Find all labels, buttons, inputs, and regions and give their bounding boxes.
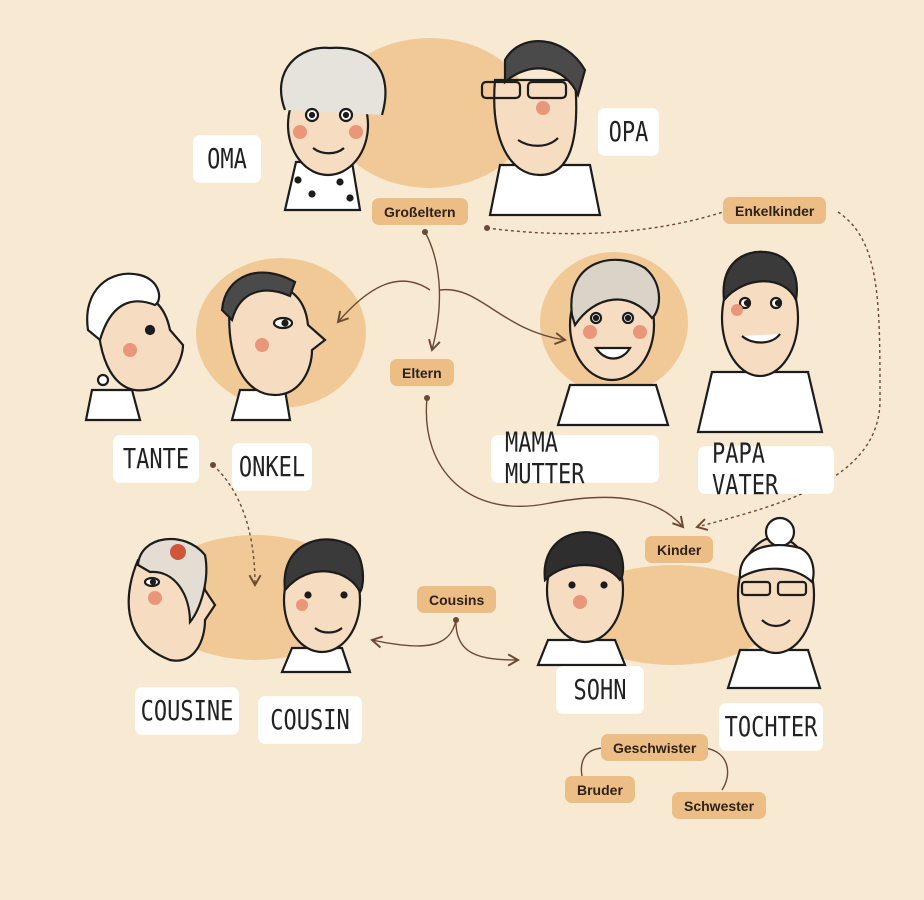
label-onkel: ONKEL — [232, 443, 312, 491]
uncle-face-icon — [220, 271, 327, 422]
son-face-icon — [536, 531, 627, 667]
label-cousine: COUSINE — [135, 687, 239, 735]
tag-schwester: Schwester — [672, 792, 767, 819]
grandmother-face-icon — [279, 46, 387, 212]
label-tochter: TOCHTER — [719, 703, 823, 751]
line-aunt-to-cousins — [212, 464, 262, 587]
line-grandparents-to-uncle — [336, 280, 431, 324]
label-tante: TANTE — [113, 435, 199, 483]
tag-enkelkinder: Enkelkinder — [723, 197, 827, 224]
grandfather-face-icon — [480, 40, 602, 217]
label-oma: OMA — [193, 135, 261, 183]
tag-grosseltern: Großeltern — [372, 198, 468, 225]
tag-kinder: Kinder — [645, 536, 714, 563]
line-grandparents-to-parents — [424, 231, 441, 352]
dot-grosseltern — [422, 229, 428, 235]
line-cousins-left — [370, 619, 457, 649]
line-grandparents-to-mother — [439, 288, 567, 345]
line-grandchildren-to-children — [695, 211, 881, 531]
male-cousin-face-icon — [280, 538, 365, 674]
father-face-icon — [696, 250, 824, 434]
tag-geschwister: Geschwister — [601, 734, 709, 761]
line-cousins-right — [455, 619, 520, 667]
line-siblings-right — [704, 747, 729, 791]
daughter-face-icon — [726, 516, 822, 690]
mother-face-icon — [556, 258, 670, 427]
line-siblings-left — [580, 747, 606, 777]
line-grandparents-to-grandchildren — [486, 211, 724, 235]
tag-cousins: Cousins — [417, 586, 497, 613]
line-parents-to-children — [425, 397, 685, 529]
dot-eltern — [424, 395, 430, 401]
dot-cousins — [453, 617, 459, 623]
aunt-face-icon — [84, 272, 185, 422]
label-sohn: SOHN — [556, 666, 644, 714]
label-papa-vater: PAPA VATER — [698, 439, 834, 501]
label-opa: OPA — [598, 108, 659, 156]
female-cousin-face-icon — [127, 537, 217, 662]
dot-tante — [210, 462, 216, 468]
tag-eltern: Eltern — [390, 359, 454, 386]
label-cousin: COUSIN — [258, 696, 362, 744]
tag-bruder: Bruder — [565, 776, 635, 803]
dot-enkelkinder — [484, 225, 490, 231]
label-mama-mutter: MAMA MUTTER — [491, 428, 659, 490]
